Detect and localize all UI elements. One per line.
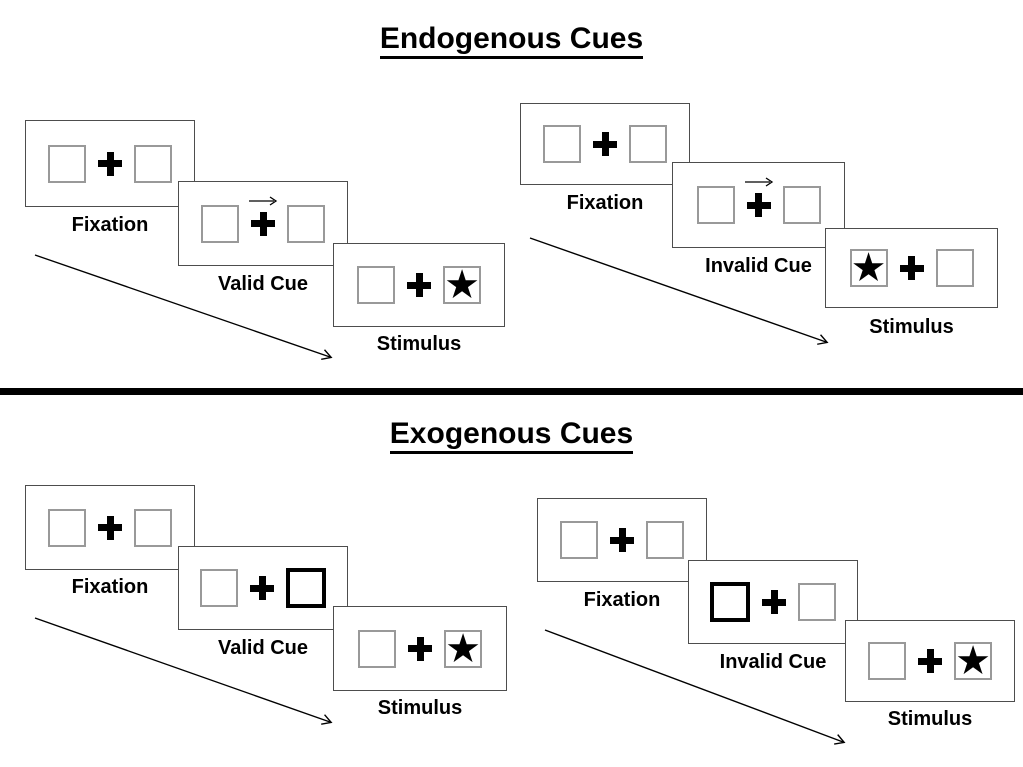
right-box [798,583,836,621]
left-box: ★ [849,245,888,291]
fixation-cross-icon [762,590,786,614]
timeline-arrow-endogenous-valid [34,254,333,360]
frame-label-stimulus: Stimulus [376,333,462,355]
left-box [868,642,906,680]
left-box [560,521,598,559]
left-box [200,569,238,607]
frame-label-fixation: Fixation [566,192,644,214]
star-stimulus-glyph: ★ [444,262,480,308]
timeline-arrow-exogenous-valid [34,617,333,725]
frame-panel-valid-cue [178,546,348,630]
display-pair [543,125,667,163]
timeline-arrow-exogenous-invalid [544,629,846,745]
frame-panel-stimulus: ★ [333,606,507,691]
right-box-cue-highlight [286,568,326,608]
left-box [358,629,396,668]
frame-panel-invalid-cue [672,162,845,248]
section-title-text: Exogenous Cues [389,417,634,454]
fixation-cross-icon [610,528,634,552]
fixation-cross-icon [744,177,773,217]
left-box [696,186,735,224]
frame-label-fixation: Fixation [71,214,149,236]
fixation-cross-icon [900,256,924,280]
left-box [201,204,239,243]
display-pair: ★ [868,638,992,684]
star-stimulus-glyph: ★ [445,625,481,672]
right-box [646,521,684,559]
section-title-endogenous: Endogenous Cues [0,22,1023,59]
frame-panel-fixation [537,498,707,582]
frame-panel-fixation [25,120,195,207]
left-box [543,125,581,163]
frame-label-stimulus: Stimulus [377,697,463,719]
display-pair [560,521,684,559]
fixation-cross-icon [918,649,942,673]
display-pair [710,582,836,622]
right-box [134,508,172,547]
cue-arrow-right-icon [249,195,278,206]
frame-panel-stimulus: ★ [333,243,505,327]
display-pair [48,508,172,547]
display-pair [48,144,172,183]
right-box [287,204,325,243]
section-title-exogenous: Exogenous Cues [0,417,1023,454]
right-box: ★ [444,625,482,672]
left-box [48,144,86,183]
right-box [629,125,667,163]
display-pair: ★ [357,262,481,308]
right-box [782,186,821,224]
fixation-cross-icon [98,516,122,540]
frame-panel-fixation [25,485,195,570]
frame-label-fixation: Fixation [71,576,149,598]
frame-label-stimulus: Stimulus [887,708,973,730]
section-divider [0,388,1023,395]
frame-label-stimulus: Stimulus [869,316,954,338]
left-box [357,266,395,304]
fixation-cross-icon [249,195,278,236]
frame-panel-valid-cue [178,181,348,266]
right-box [935,249,974,287]
display-pair [696,177,821,224]
fixation-cross-icon [593,132,617,156]
right-box: ★ [443,262,481,308]
frame-label-fixation: Fixation [583,589,661,611]
frame-panel-invalid-cue [688,560,858,644]
frame-panel-stimulus: ★ [825,228,998,308]
display-pair: ★ [358,625,482,672]
right-box: ★ [954,638,992,684]
star-stimulus-glyph: ★ [955,638,991,684]
cue-arrow-right-icon [744,177,773,187]
right-box [134,144,172,183]
display-pair [201,195,325,243]
frame-label-invalid-cue: Invalid Cue [719,651,827,673]
fixation-cross-icon [98,152,122,176]
section-title-text: Endogenous Cues [379,22,644,59]
frame-label-valid-cue: Valid Cue [217,273,309,295]
frame-panel-fixation [520,103,690,185]
left-box-cue-highlight [710,582,750,622]
fixation-cross-icon [408,637,432,661]
left-box [48,508,86,547]
fixation-cross-icon [407,273,431,297]
frame-label-valid-cue: Valid Cue [217,637,309,659]
display-pair [200,568,326,608]
fixation-cross-icon [250,576,274,600]
star-stimulus-glyph: ★ [850,245,887,291]
frame-panel-stimulus: ★ [845,620,1015,702]
frame-label-invalid-cue: Invalid Cue [705,255,812,277]
display-pair: ★ [849,245,974,291]
